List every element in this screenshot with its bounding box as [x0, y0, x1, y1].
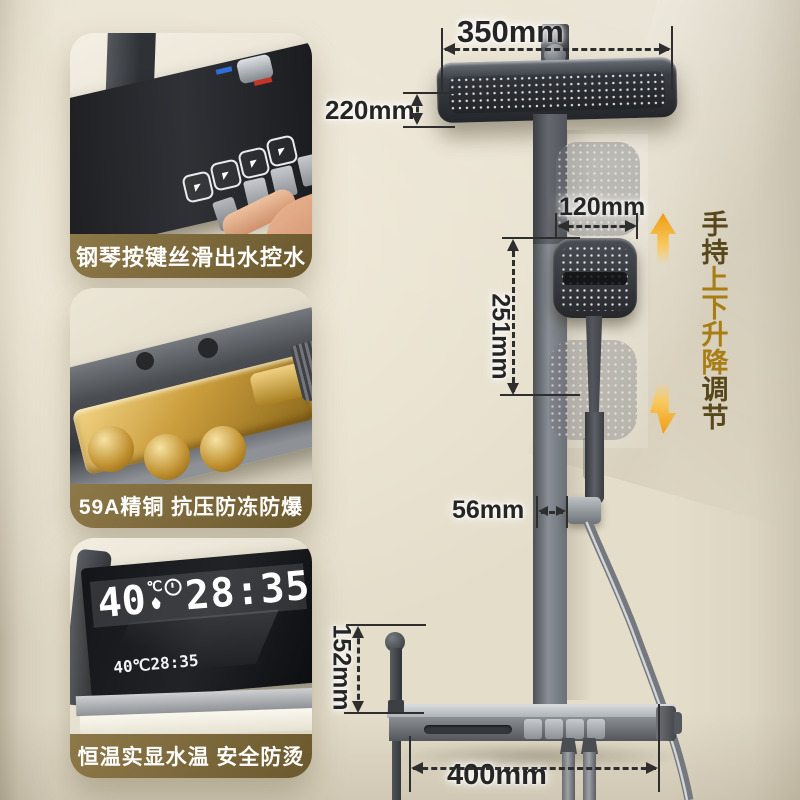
hose-connector	[560, 738, 577, 754]
handheld-handle	[585, 316, 603, 416]
dim-arrowhead	[557, 220, 569, 232]
brass-cylinder-art	[88, 426, 134, 472]
shelf-shadow	[395, 742, 685, 770]
feature-caption-text: 恒温实显水温 安全防烫	[77, 746, 305, 769]
dim-holder-depth-label: 56mm	[452, 496, 525, 524]
dim-arrowhead	[507, 383, 519, 395]
dim-line	[413, 767, 656, 770]
slide-label-part3: 调节	[701, 375, 729, 433]
dim-tick	[409, 736, 411, 792]
brass-cylinder-art	[200, 426, 246, 472]
handheld-shower-head	[553, 238, 637, 318]
slide-label-part2: 上下升降	[701, 265, 729, 378]
dim-head-height-label: 220mm	[325, 95, 415, 125]
shelf-slot	[424, 725, 512, 734]
dim-line	[357, 629, 360, 709]
dim-tick	[502, 237, 580, 239]
dim-arrowhead	[646, 762, 658, 774]
feature-caption-text: 钢琴按键丝滑出水控水	[75, 245, 306, 270]
dim-line	[512, 242, 515, 392]
shelf-top	[387, 704, 675, 718]
dim-body-width-label: 400mm	[447, 759, 547, 791]
feature-caption: 59A精铜 抗压防冻防爆	[70, 484, 312, 528]
dim-tick	[403, 126, 455, 128]
dim-tick	[671, 26, 673, 90]
hanging-hose	[562, 752, 575, 800]
dim-arrowhead	[507, 239, 519, 251]
dim-tick	[500, 394, 580, 396]
slide-adjust-label: 手持 上下升降 调节	[700, 210, 730, 433]
feature-caption: 恒温实显水温 安全防烫	[70, 734, 312, 778]
sprayer-knob	[385, 632, 405, 652]
feature-caption-text: 59A精铜 抗压防冻防爆	[78, 496, 304, 519]
hose-connector	[581, 738, 598, 754]
dim-arrowhead	[443, 43, 455, 55]
handheld-mode-band	[563, 272, 627, 285]
feature-caption: 钢琴按键丝滑出水控水	[70, 234, 312, 278]
dim-arrowhead	[625, 220, 637, 232]
dim-tick	[346, 624, 426, 626]
dim-tick	[555, 213, 557, 239]
sprayer-hose	[392, 741, 401, 800]
dim-arrowhead	[352, 626, 364, 638]
feature-card-brass-valve: 59A精铜 抗压防冻防爆	[70, 288, 312, 528]
body-piano-key	[566, 719, 584, 739]
dim-arrowhead	[538, 506, 548, 516]
dim-arrowhead	[411, 762, 423, 774]
shelf-end-cap	[656, 706, 676, 741]
handheld-holder	[567, 497, 601, 524]
dim-arrowhead	[556, 506, 566, 516]
dim-line	[416, 97, 419, 122]
dim-tick	[403, 92, 455, 94]
dim-arrowhead	[411, 94, 423, 106]
shelf-end-knob	[674, 712, 682, 734]
dim-tick	[636, 213, 638, 239]
body-piano-key	[524, 719, 542, 739]
dim-line	[541, 511, 563, 514]
body-piano-key	[587, 719, 605, 739]
sprayer-fitting	[388, 700, 404, 714]
feature-card-temp-display: 40 ℃ 28:35 40℃28:35 恒温实显水温 安全防烫	[70, 538, 312, 778]
hanging-hose	[583, 752, 596, 800]
dim-head-width-label: 350mm	[457, 14, 564, 49]
dim-tick	[536, 496, 538, 528]
feature-card-piano-keys: ◤ ◤ ◤ ◤ 钢琴按键丝滑出水控水	[70, 33, 312, 278]
dim-tick	[566, 496, 568, 528]
brass-cylinder-art	[144, 434, 190, 480]
dim-arrowhead	[659, 43, 671, 55]
dim-line	[559, 225, 634, 228]
sprayer-wand	[390, 648, 402, 708]
body-piano-key	[545, 719, 563, 739]
slide-label-part1: 手持	[701, 210, 729, 268]
dim-tick	[658, 704, 660, 792]
dim-tick	[344, 712, 424, 714]
dim-line	[445, 48, 669, 51]
dim-slide-range-label: 251mm	[486, 293, 515, 380]
dim-hand-width-label: 120mm	[559, 193, 646, 221]
handheld-handle-lower	[585, 412, 604, 504]
dim-arrowhead	[411, 113, 423, 125]
dim-arrowhead	[352, 701, 364, 713]
dim-tick	[441, 28, 443, 92]
